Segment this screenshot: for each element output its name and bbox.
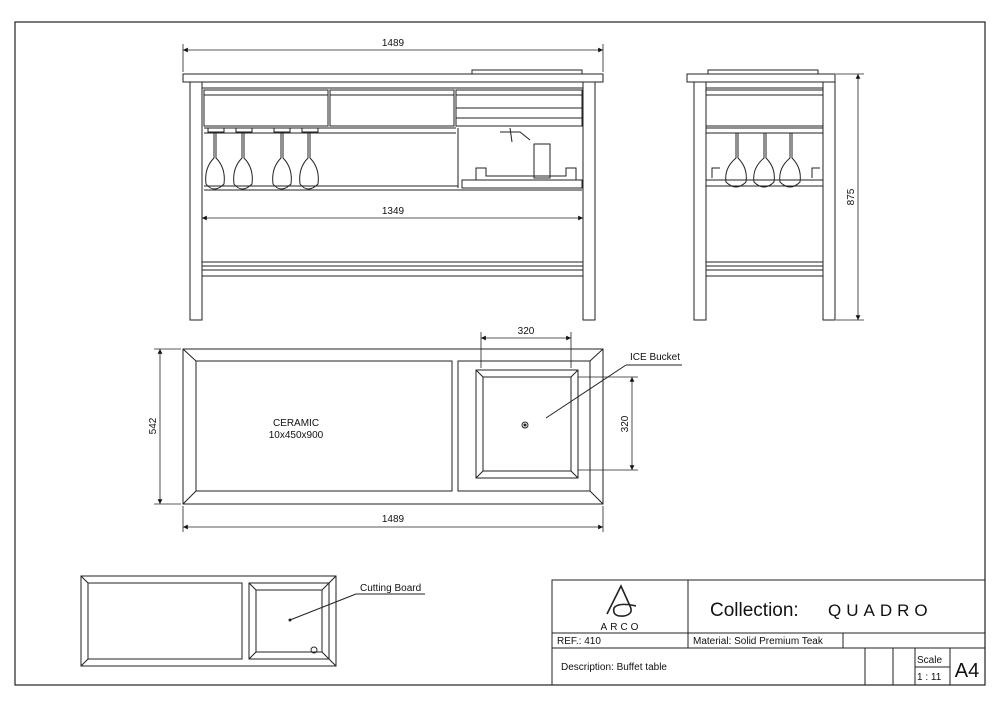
paper-size: A4 — [955, 660, 979, 682]
ice-bucket-label: ICE Bucket — [630, 352, 680, 363]
collection-name: QUADRO — [828, 601, 933, 620]
sheet-border — [14, 21, 986, 686]
bucket-depth-label: 320 — [620, 415, 631, 432]
top-view — [182, 348, 682, 505]
description: Description: Buffet table — [561, 662, 667, 673]
side-view — [686, 69, 836, 321]
bucket-width-label: 320 — [518, 326, 535, 337]
title-block — [551, 579, 986, 686]
logo-text: ARCO — [601, 622, 642, 633]
top-dimensions — [154, 332, 638, 532]
inner-width-label: 1349 — [382, 206, 405, 217]
ref-number: REF.: 410 — [557, 636, 601, 647]
scale-label: Scale — [917, 655, 942, 666]
scale-value: 1 : 11 — [917, 672, 942, 683]
ceramic-size: 10x450x900 — [269, 430, 324, 441]
height-dimension — [836, 73, 864, 321]
collection-label: Collection: — [710, 600, 799, 621]
cutting-board-label: Cutting Board — [360, 583, 421, 594]
top-width-label: 1489 — [382, 514, 405, 525]
front-view — [182, 69, 604, 321]
front-width-label: 1489 — [382, 38, 405, 49]
ceramic-title: CERAMIC — [273, 418, 319, 429]
material: Material: Solid Premium Teak — [693, 636, 824, 647]
depth-label: 542 — [148, 417, 159, 434]
front-dimensions — [182, 44, 604, 221]
height-label: 875 — [846, 188, 857, 205]
arco-logo-icon — [606, 584, 637, 617]
cutting-board-view — [80, 575, 425, 667]
